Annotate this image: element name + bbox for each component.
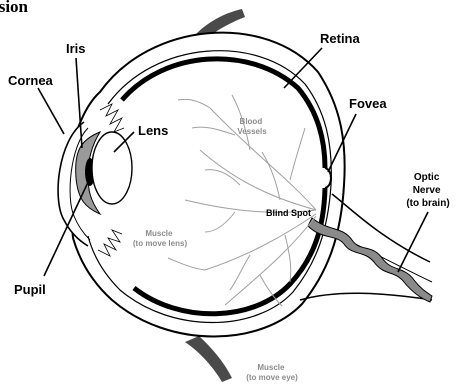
lens <box>92 132 132 204</box>
label-muscle-eye: Muscle (to move eye) <box>246 363 298 382</box>
label-lens: Lens <box>138 123 168 138</box>
title-fragment: ision <box>0 0 29 16</box>
label-iris: Iris <box>66 41 86 56</box>
label-pupil: Pupil <box>14 282 46 297</box>
label-cornea: Cornea <box>8 73 54 88</box>
lower-eye-muscle <box>185 336 232 382</box>
label-blind-spot: Blind Spot <box>266 208 311 218</box>
label-fovea: Fovea <box>349 96 387 111</box>
optic-nerve-leader <box>398 212 428 272</box>
label-retina: Retina <box>320 31 361 46</box>
cornea-leader <box>38 88 64 134</box>
label-optic-nerve: Optic Nerve (to brain) <box>406 172 449 209</box>
optic-nerve-sheath-lower <box>300 293 432 300</box>
label-blood-vessels: Blood Vessels <box>237 117 267 136</box>
